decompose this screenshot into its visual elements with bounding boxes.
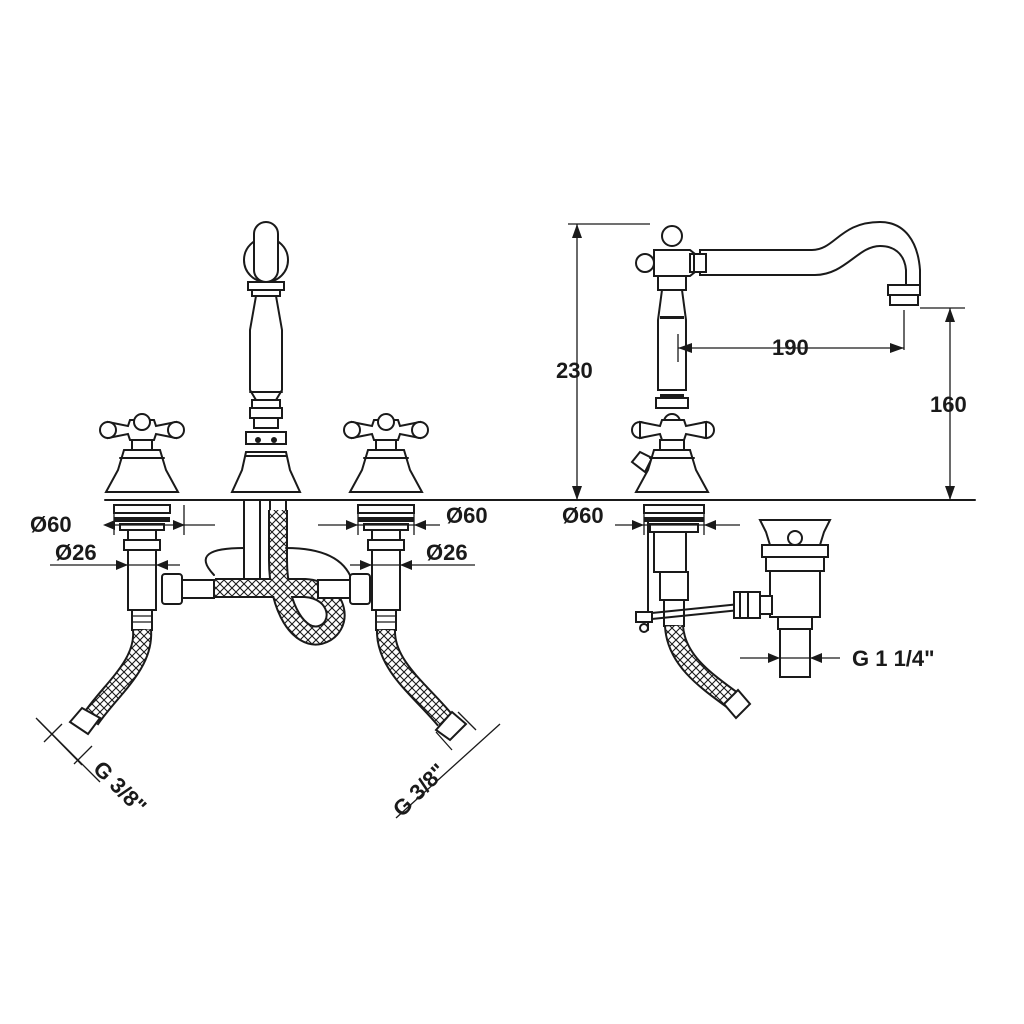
dim-left-connection: G 3/8": [88, 756, 151, 819]
dim-height-230: 230: [556, 358, 593, 383]
right-tap: [317, 413, 468, 742]
dim-right-dia-60: Ø60: [446, 503, 488, 528]
dim-left-dia-26: Ø26: [55, 540, 97, 565]
side-spout: [630, 220, 921, 720]
dim-right-connection: G 3/8": [388, 758, 451, 821]
dimension-lines: [35, 223, 965, 819]
dim-reach-190: 190: [772, 335, 809, 360]
left-tap: [68, 413, 215, 736]
front-spout: [204, 221, 353, 646]
popup-waste: [733, 519, 832, 678]
dim-waste-thread: G 1 1/4": [852, 646, 935, 671]
dim-side-dia-60: Ø60: [562, 503, 604, 528]
dim-height-160: 160: [930, 392, 967, 417]
dim-left-dia-60: Ø60: [30, 512, 72, 537]
dim-right-dia-26: Ø26: [426, 540, 468, 565]
